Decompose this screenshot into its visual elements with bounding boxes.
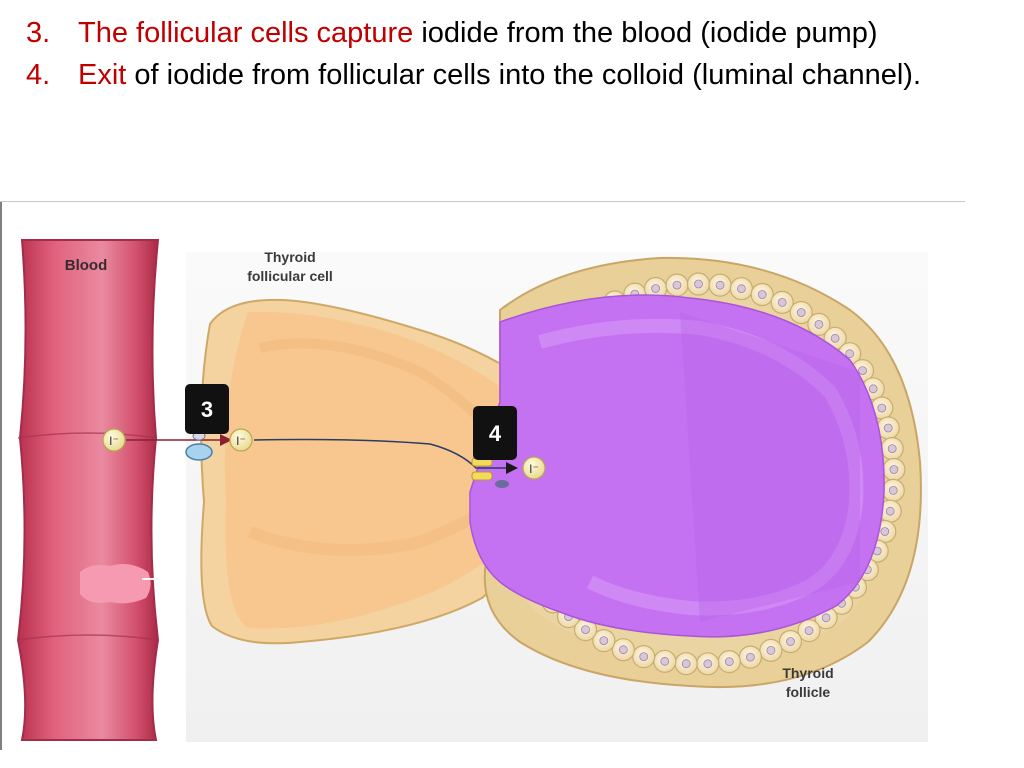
step-list: 3. The follicular cells capture iodide f… xyxy=(26,14,986,98)
thyroid-iodide-diagram: Blood Thyroid follicular cell xyxy=(0,202,928,750)
follicle-cell xyxy=(789,300,813,325)
follicle-cell xyxy=(696,652,720,676)
blood-vessel xyxy=(16,239,160,741)
follicle-cell xyxy=(592,629,616,653)
svg-text:I⁻: I⁻ xyxy=(109,434,119,448)
follicle-cell xyxy=(778,629,803,654)
follicle-label-line1: Thyroid xyxy=(782,665,833,681)
follicle-cell xyxy=(729,277,754,301)
step-highlight: Exit xyxy=(78,59,127,91)
follicle-cell xyxy=(738,645,763,669)
step-4: 4. Exit of iodide from follicular cells … xyxy=(26,56,986,94)
follicle-cell xyxy=(686,272,711,296)
svg-text:3: 3 xyxy=(201,397,213,422)
transport-arrowhead-step3 xyxy=(220,434,232,446)
iodide-ion-blood: I⁻ xyxy=(102,428,126,452)
follicle-cell xyxy=(674,652,698,676)
follicle-cell xyxy=(573,618,598,642)
vesicle-blob xyxy=(80,564,151,604)
step-text: of iodide from follicular cells into the… xyxy=(126,59,921,91)
follicle-cell xyxy=(653,649,677,673)
iodide-ion-colloid: I⁻ xyxy=(522,456,546,480)
follicle-cell xyxy=(611,638,635,662)
follicle-cell xyxy=(882,457,906,482)
cell-label-line1: Thyroid xyxy=(264,249,315,265)
follicle-cell xyxy=(770,290,794,315)
follicle-cell xyxy=(750,282,774,307)
follicle-cell xyxy=(807,312,831,337)
follicle-cell xyxy=(797,619,821,643)
step-number: 4. xyxy=(26,59,51,91)
cell-label-line2: follicular cell xyxy=(247,268,333,284)
divider xyxy=(0,201,965,202)
step-3-badge: 3 xyxy=(185,384,229,434)
follicle-cell xyxy=(870,396,894,420)
transport-line-step4 xyxy=(253,438,506,469)
step-3: 3. The follicular cells capture iodide f… xyxy=(26,14,986,52)
step-text: iodide from the blood (iodide pump) xyxy=(413,17,878,49)
step-number: 3. xyxy=(26,17,51,49)
iodide-ion-cell: I⁻ xyxy=(229,428,253,452)
follicle-cell xyxy=(708,273,732,297)
svg-text:I⁻: I⁻ xyxy=(236,434,246,448)
follicle-cell xyxy=(759,638,783,662)
svg-text:I⁻: I⁻ xyxy=(529,462,539,476)
follicle-cell xyxy=(665,273,689,297)
blood-label: Blood xyxy=(65,257,108,274)
follicle-cell xyxy=(632,645,656,669)
colloid xyxy=(469,294,885,638)
follicle-cell xyxy=(881,478,905,502)
follicle-cell xyxy=(717,650,741,674)
follicle-cell xyxy=(880,437,904,461)
step-4-badge: 4 xyxy=(473,406,517,460)
transport-arrowhead-step4 xyxy=(506,462,518,474)
svg-text:4: 4 xyxy=(489,421,502,446)
follicular-cell xyxy=(200,298,542,645)
follicle-label-line2: follicle xyxy=(786,684,831,700)
step-highlight: The follicular cells capture xyxy=(78,17,414,49)
